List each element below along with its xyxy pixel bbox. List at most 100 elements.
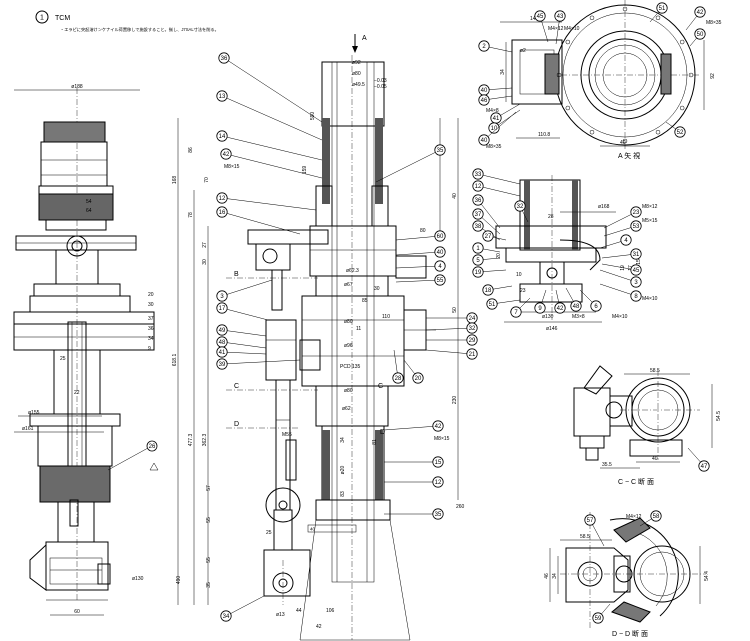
callout-center-26-bubble xyxy=(432,508,444,520)
bolt-hole-icon xyxy=(679,105,685,111)
callout-topright-5: 41 xyxy=(493,116,500,122)
dim-midright-9: 15 xyxy=(636,259,642,265)
callout-center-5-bubble xyxy=(216,206,228,218)
dim-center-42: 50 xyxy=(452,307,458,313)
dim-center-44: 490 xyxy=(176,576,182,585)
dim-left-0: ø188 xyxy=(71,84,83,90)
callout-center-16-leader xyxy=(395,279,441,283)
callout-dd-2: 59 xyxy=(595,616,602,622)
callout-center-10: 41 xyxy=(219,350,226,356)
callout-center-8: 49 xyxy=(219,328,226,334)
callout-center-22: 21 xyxy=(469,352,476,358)
callout-midright-3-bubble xyxy=(472,208,484,220)
callout-note-midright-1: M5×15 xyxy=(642,218,658,224)
dim-center-27: ø13 xyxy=(276,612,285,618)
callout-center-22-bubble xyxy=(466,348,478,360)
callout-center-22-leader xyxy=(425,349,473,355)
callout-center-8-leader xyxy=(221,329,267,337)
callout-note-topright-1: M4×10 xyxy=(564,26,580,32)
callout-midright-4-bubble xyxy=(472,220,484,232)
callout-center-27: 34 xyxy=(223,614,230,620)
callout-midright-9: 51 xyxy=(489,302,496,308)
callout-cc-0: 47 xyxy=(701,464,708,470)
callout-midright-16: 8 xyxy=(634,294,638,300)
callout-center-21-bubble xyxy=(412,372,424,384)
left-side-view: ø188 54 64 ø155 ø161 20 30 60 37 36 34 9… xyxy=(13,84,159,616)
callout-midright-12: 42 xyxy=(557,306,564,312)
dim-left-11: 9 xyxy=(148,346,151,352)
callout-midright-10: 7 xyxy=(514,310,518,316)
callout-note-midright-2: M4×10 xyxy=(612,314,628,320)
callout-midright-11-bubble xyxy=(534,302,546,314)
callout-midright-6: 5 xyxy=(476,258,480,264)
dim-midright-1: 28 xyxy=(548,214,554,220)
callout-topright-9: 52 xyxy=(677,130,684,136)
dim-left-2: 64 xyxy=(86,208,92,214)
callout-midright-23-bubble xyxy=(482,230,494,242)
callout-midright-7: 19 xyxy=(475,270,482,276)
callout-center-27-bubble xyxy=(220,610,232,622)
callout-midright-16-leader xyxy=(599,283,637,297)
dim-center-26: 25 xyxy=(266,530,272,536)
callout-note-midright-3: M3×8 xyxy=(572,314,585,320)
callout-midright-18-bubble xyxy=(630,206,642,218)
sheet-title: TCM xyxy=(55,15,70,22)
callout-midright-13-bubble xyxy=(570,300,582,312)
dim-dd-2: 34 xyxy=(552,573,558,579)
callout-topright-0-bubble xyxy=(534,10,546,22)
callout-center-18-leader xyxy=(425,327,473,331)
callout-topright-0: 45 xyxy=(537,14,544,20)
callout-center-12-leader xyxy=(375,149,441,183)
dim-midright-6: ø130 xyxy=(542,314,554,320)
dim-left-1: 54 xyxy=(86,199,92,205)
dim-center-37: 85 xyxy=(362,298,368,304)
callout-midright-23: 27 xyxy=(485,234,492,240)
section-d-left-marker: D xyxy=(234,421,239,428)
callout-center-7: 17 xyxy=(219,306,226,312)
callout-midright-20-leader xyxy=(601,253,637,259)
dim-center-43: 230 xyxy=(452,396,458,405)
dim-left-12: 25 xyxy=(60,356,66,362)
dim-center-22: 57 xyxy=(206,485,212,491)
dim-midright-5: 10 xyxy=(516,272,522,278)
callout-topright-9-bubble xyxy=(674,126,686,138)
dim-center-45: 260 xyxy=(456,504,465,510)
callout-midright-6-bubble xyxy=(472,254,484,266)
callout-midright-20-bubble xyxy=(630,248,642,260)
dim-center-31: M55 xyxy=(282,432,292,438)
callout-center-11: 39 xyxy=(219,362,226,368)
callout-midright-5-bubble xyxy=(472,242,484,254)
callout-center-11-bubble xyxy=(216,358,228,370)
callout-midright-18-leader xyxy=(603,211,637,229)
callout-midright-0-bubble xyxy=(472,168,484,180)
callout-center-4-leader xyxy=(221,197,317,211)
dim-cc-3: 40 xyxy=(652,456,658,462)
dim-center-19: 618.1 xyxy=(172,354,178,367)
callout-midright-9-bubble xyxy=(486,298,498,310)
callout-center-26: 35 xyxy=(435,512,442,518)
section-a-marker: A xyxy=(362,35,367,42)
dim-center-7: 70 xyxy=(204,177,210,183)
callout-center-0: 36 xyxy=(221,56,228,62)
callout-dd-0-bubble xyxy=(584,514,596,526)
dim-midright-7: ø146 xyxy=(546,326,558,332)
dim-center-30: 44 xyxy=(296,608,302,614)
callout-center-4-bubble xyxy=(216,192,228,204)
callout-midright-1-bubble xyxy=(472,180,484,192)
callout-midright-1-leader xyxy=(477,185,521,197)
callout-midright-8: 18 xyxy=(485,288,492,294)
dim-center-13: ø67 xyxy=(344,282,353,288)
dim-left-5: 20 xyxy=(148,292,154,298)
callout-topright-7-leader xyxy=(483,111,517,141)
dim-topright-1: 34 xyxy=(500,69,506,75)
callout-note-midright-0: M8×12 xyxy=(642,204,658,210)
callout-center-9: 48 xyxy=(219,340,226,346)
dim-center-14: ø80 xyxy=(344,319,353,325)
callout-center-23-bubble xyxy=(432,420,444,432)
callout-topright-8: 51 xyxy=(659,6,666,12)
dim-center-39: 110 xyxy=(382,314,390,320)
dim-cc-2: 35.5 xyxy=(602,462,612,468)
